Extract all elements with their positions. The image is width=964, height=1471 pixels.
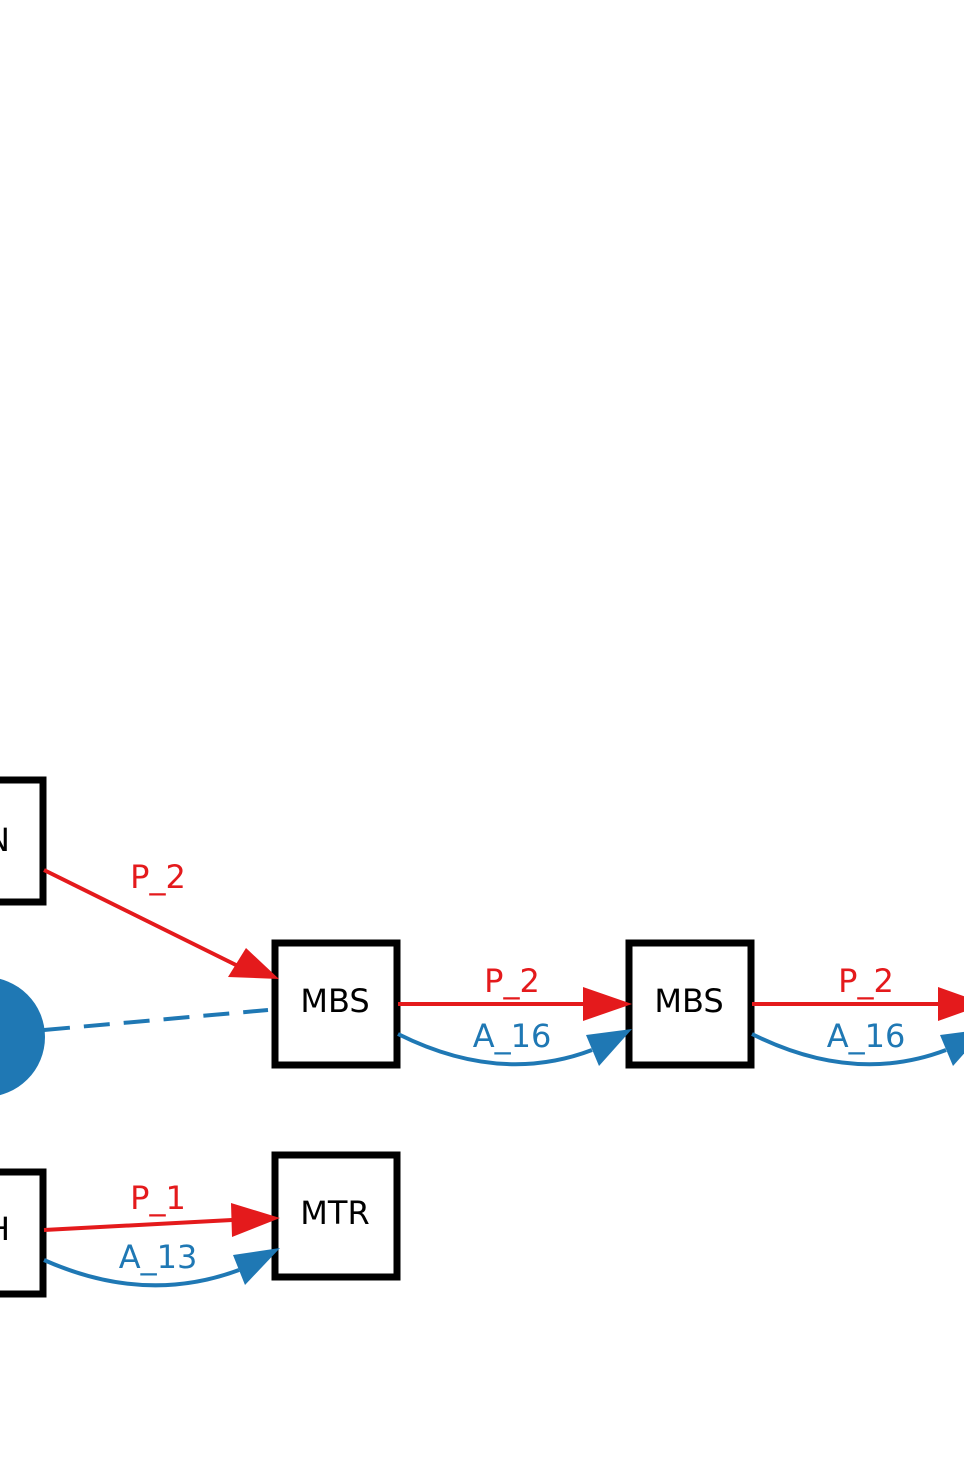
node-mbs-2[interactable]: MBS xyxy=(625,939,755,1069)
node-label: H xyxy=(0,1210,10,1248)
edge-n-to-mbs1[interactable]: P_2 xyxy=(43,858,279,979)
node-circle-blue[interactable] xyxy=(0,977,45,1097)
arrowhead-icon xyxy=(938,987,964,1021)
edge-label: P_2 xyxy=(130,858,186,896)
arrowhead-icon xyxy=(231,1203,280,1237)
node-h-bottom-left[interactable]: H xyxy=(0,1168,47,1298)
node-label: MTR xyxy=(300,1194,369,1232)
node-label: MBS xyxy=(300,982,369,1020)
node-mtr[interactable]: MTR xyxy=(271,1151,401,1281)
edge-label: A_16 xyxy=(827,1017,906,1055)
edge-mbs1-to-mbs2-a[interactable]: A_16 xyxy=(397,1017,632,1067)
edge-mbs2-to-next-p[interactable]: P_2 xyxy=(752,962,964,1021)
arrowhead-icon xyxy=(586,1029,632,1066)
node-mbs-1[interactable]: MBS xyxy=(271,939,401,1069)
edge-label: P_2 xyxy=(838,962,894,1000)
edge-mbs1-to-mbs2-p[interactable]: P_2 xyxy=(398,962,632,1021)
edge-label: A_16 xyxy=(473,1017,552,1055)
edge-label: A_13 xyxy=(119,1238,198,1276)
edge-label: P_2 xyxy=(484,962,540,1000)
edge-h-to-mtr-p[interactable]: P_1 xyxy=(43,1179,280,1237)
node-n-top-left[interactable]: N xyxy=(0,776,47,906)
dashed-link-circle-to-mbs1 xyxy=(43,1008,269,1032)
edge-h-to-mtr-a[interactable]: A_13 xyxy=(43,1238,280,1288)
edge-mbs2-to-next-a[interactable]: A_16 xyxy=(751,1017,964,1067)
node-label: MBS xyxy=(654,982,723,1020)
arrowhead-icon xyxy=(228,948,279,979)
arrowhead-icon xyxy=(940,1031,964,1066)
edge-label: P_1 xyxy=(130,1179,186,1217)
node-label: N xyxy=(0,821,10,859)
arrowhead-icon xyxy=(583,987,632,1021)
arrowhead-icon xyxy=(233,1248,280,1285)
